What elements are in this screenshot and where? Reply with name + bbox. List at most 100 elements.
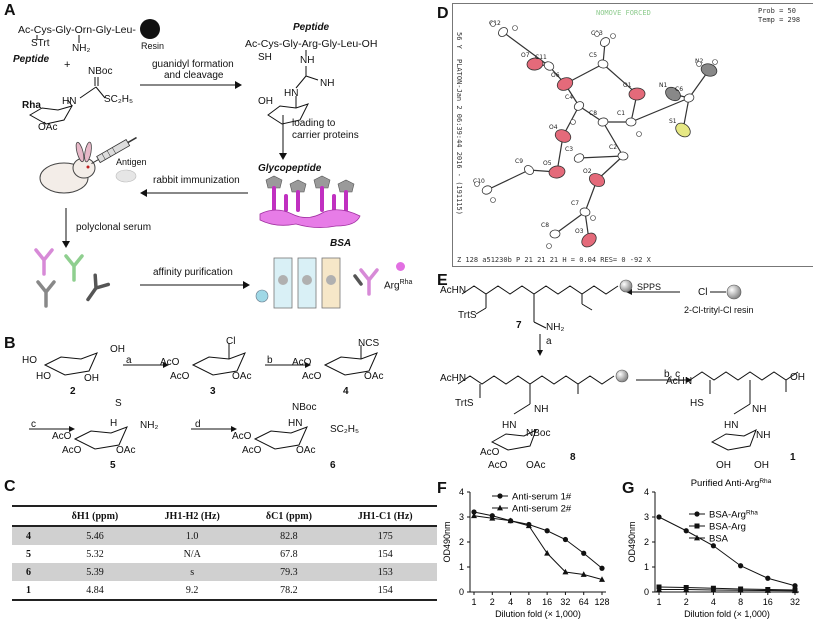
ortep-atom [617, 151, 629, 161]
cpd8-aco1: AcO [480, 447, 500, 458]
cpd5-aco2: AcO [62, 445, 82, 456]
ortep-atom [573, 101, 585, 111]
ortep-bond [578, 105, 604, 123]
ortep-atom [524, 165, 534, 175]
y-tick-label: 2 [459, 537, 464, 547]
ortep-atom-label: C1 [617, 110, 625, 117]
data-point [471, 509, 477, 515]
peptide2-sequence: Ac-Cys-Gly-Arg-Gly-Leu-OH [245, 38, 378, 50]
cpd4-ncs: NCS [358, 338, 380, 349]
arg-rha-ligand-icon [396, 262, 405, 271]
table-cell: 82.8 [244, 526, 334, 545]
data-point [544, 528, 550, 534]
y-axis-label: OD490nm [627, 521, 637, 562]
legend-marker [694, 511, 700, 517]
table-header: δC1 (ppm) [244, 505, 334, 527]
cpd1-hn: HN [724, 420, 739, 431]
ortep-atom [548, 165, 566, 179]
bottom-label: Z 128 a51230b P 21 21 21 H = 0.04 RES= 0… [457, 256, 651, 264]
ortep-bond [578, 155, 624, 159]
table-header: δH1 (ppm) [49, 505, 140, 527]
cpd8-hn: HN [502, 420, 517, 431]
glycopeptide-label: Glycopeptide [258, 163, 322, 174]
panel-letter-g: G [622, 480, 635, 497]
compound-4: 4 [343, 386, 349, 397]
step-polyclonal-label: polyclonal serum [76, 222, 152, 233]
ortep-atom [700, 63, 718, 77]
data-point [562, 568, 569, 575]
y-tick-label: 3 [459, 512, 464, 522]
cpd6-aco2: AcO [242, 445, 262, 456]
cpd5-nh2: NH₂ [140, 420, 159, 431]
compound-2: 2 [70, 386, 76, 397]
cpd3-aco1: AcO [160, 357, 180, 368]
peptide1-label: Peptide [13, 54, 50, 65]
x-tick-label: 128 [594, 597, 609, 607]
cpd2-oh2: OH [84, 373, 99, 384]
ortep-atom [625, 117, 637, 127]
data-point [507, 517, 514, 524]
data-point [525, 522, 532, 529]
cpd3-oac: OAc [232, 371, 252, 382]
x-tick-label: 1 [471, 597, 476, 607]
table-cell: 67.8 [280, 548, 298, 560]
ortep-atom-label: C11 [535, 54, 547, 61]
legend-marker [694, 534, 700, 541]
resin-cl: Cl [698, 287, 708, 298]
table-cell: 1.0 [140, 526, 245, 545]
cpd1-oh: OH [790, 372, 805, 383]
data-point [599, 576, 605, 582]
data-point [683, 528, 689, 534]
data-point [764, 587, 771, 593]
table-cell: 5.46 [49, 526, 140, 545]
cpd8-acnh: AcHN [440, 373, 467, 384]
rha-label: Rha [22, 100, 41, 111]
legend-label: Anti-serum 1# [512, 492, 572, 503]
cpd7-trts: TrtS [458, 310, 477, 321]
table-cell: 5.32 [86, 548, 104, 560]
cpd5-oac: OAc [116, 445, 136, 456]
compound-6: 6 [330, 460, 336, 471]
y-axis-label: OD490nm [442, 521, 452, 562]
arrow-guanidyl [140, 81, 242, 89]
ortep-drawing: C12O7C11O6C5C13O1N1C6N2C4C1S1C8O4C3C2C9O… [473, 20, 718, 249]
y-tick-label: 0 [459, 587, 464, 597]
compound-7: 7 [516, 320, 522, 331]
ortep-atom [549, 229, 561, 239]
arrow-affinity [140, 281, 250, 289]
ortep-atom-label: C8 [541, 222, 549, 229]
peptide2-hn: NH [320, 78, 335, 89]
cpd1-hs: HS [690, 398, 704, 409]
ortep-atom [573, 153, 585, 163]
ortep-atom-label: C3 [565, 146, 573, 153]
ortep-atom-label: O5 [543, 160, 552, 167]
ortep-atom-label: C9 [515, 158, 523, 165]
cpd2-ho1: HO [22, 355, 37, 366]
ortep-hydrogen [512, 25, 518, 31]
ortep-atom [588, 173, 606, 187]
cpd6-hn: HN [288, 418, 303, 429]
table-cell: 4.84 [86, 584, 104, 596]
series-line [658, 516, 796, 587]
ortep-hydrogen [636, 131, 642, 137]
x-tick-label: 16 [542, 597, 552, 607]
rha-nboc: NBoc [88, 66, 113, 77]
data-point [792, 587, 798, 594]
data-point [580, 571, 587, 577]
plus-sign: + [64, 59, 71, 71]
peptide1-strt: STrt [31, 38, 50, 49]
cpd8-oac: OAc [526, 460, 546, 471]
ortep-hydrogen [570, 119, 576, 125]
legend-label: BSA [709, 534, 729, 545]
antibodies-icon [34, 248, 111, 308]
arrow-immunization [140, 189, 248, 197]
arrow-loading [279, 115, 287, 160]
table-header [12, 505, 50, 527]
y-tick-label: 4 [459, 487, 464, 497]
ortep-atom [481, 185, 493, 195]
ortep-bond [602, 63, 638, 95]
chart-title: Purified Anti-ArgRha [691, 478, 772, 490]
table-cell: 1 [26, 584, 31, 596]
ortep-atom [683, 93, 695, 103]
step-b-a: a [126, 355, 132, 366]
